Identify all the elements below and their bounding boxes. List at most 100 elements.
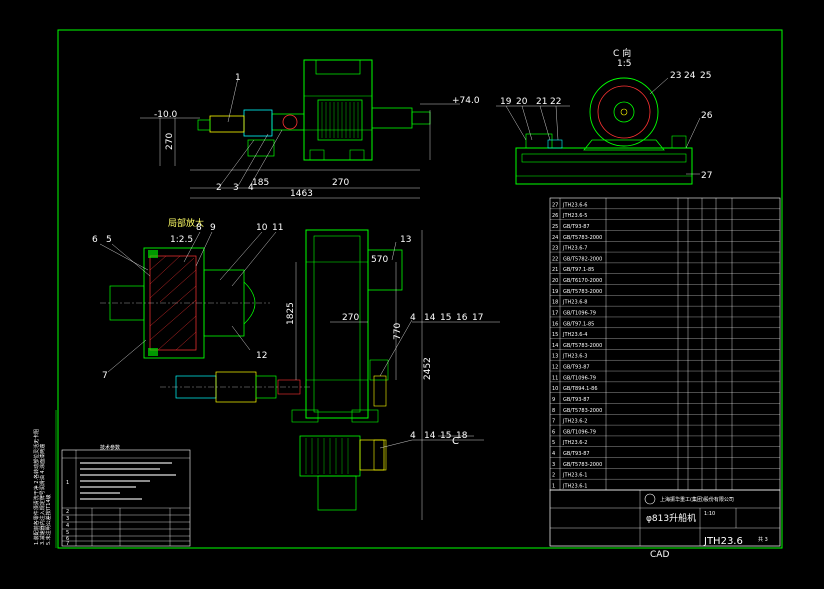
part-code: JTH23.6-2 [562,440,587,446]
svg-text:17: 17 [472,313,483,323]
svg-text:26: 26 [701,111,713,121]
svg-text:10: 10 [256,223,268,233]
detail-view: 局部放大 1:2.5 6 5 8 9 10 11 [92,217,310,403]
part-code: JTH23.6-3 [562,354,587,360]
svg-text:18: 18 [456,431,468,441]
svg-text:-10.0: -10.0 [154,110,178,120]
part-number: 23 [552,246,558,252]
title-block: 上海振华重工(集团)股份有限公司 φ813升船机 1:10 共 3 JTH23.… [549,489,781,560]
part-number: 4 [552,451,555,457]
part-number: 13 [552,354,558,360]
part-code: GB/T5783-2000 [563,235,602,241]
part-code: GB/T93-87 [563,397,590,403]
part-code: JTH23.6-7 [562,246,587,252]
svg-text:12: 12 [256,351,267,361]
part-code: JTH23.6-6 [562,202,587,208]
part-number: 16 [552,321,558,327]
svg-text:上海振华重工(集团)股份有限公司: 上海振华重工(集团)股份有限公司 [660,496,734,503]
svg-text:1:10: 1:10 [704,511,715,517]
svg-text:4: 4 [410,313,416,323]
parts-list-row: 17 GB/T1096-79 [552,310,596,316]
parts-list-row: 26 JTH23.6-5 [552,213,587,219]
svg-text:JTH23.6: JTH23.6 [703,536,743,547]
svg-text:27: 27 [701,171,712,181]
svg-text:4: 4 [248,183,254,193]
parts-list-row: 25 GB/T93-87 [552,224,590,230]
svg-text:20: 20 [516,97,528,107]
part-code: GB/T1096-79 [563,429,596,435]
svg-text:φ813升船机: φ813升船机 [646,512,696,524]
part-code: GB/T93-87 [563,224,590,230]
svg-text:5: 5 [106,235,112,245]
part-number: 6 [552,429,555,435]
svg-text:4: 4 [410,431,416,441]
svg-text:25: 25 [700,71,711,81]
svg-text:3.减速器内注入规定牌号润滑油 4.涂面漆两遍: 3.减速器内注入规定牌号润滑油 4.涂面漆两遍 [39,444,46,545]
svg-text:C 向: C 向 [613,47,631,59]
svg-text:CAD: CAD [650,550,669,560]
part-number: 27 [552,202,558,208]
svg-text:技术参数: 技术参数 [100,444,120,451]
svg-text:+74.0: +74.0 [452,96,480,106]
svg-text:5.未注明公差按IT14级: 5.未注明公差按IT14级 [45,494,52,545]
part-number: 22 [552,256,558,262]
svg-text:270: 270 [342,313,359,323]
svg-text:1: 1 [66,480,69,486]
view-c: C 向 1:5 19 20 21 22 23 24 2 [496,47,713,185]
parts-list-row: 27 JTH23.6-6 [552,202,587,208]
svg-text:1:2.5: 1:2.5 [170,235,193,245]
svg-text:14: 14 [424,313,436,323]
svg-text:15: 15 [440,431,451,441]
part-number: 8 [552,408,555,414]
left-notes-strip: 1.装配前各零件须清洗干净 2.各转动部位灵活无卡阻 3.减速器内注入规定牌号润… [33,410,57,548]
svg-text:13: 13 [400,235,411,245]
part-number: 7 [552,419,555,425]
part-number: 20 [552,278,558,284]
part-number: 11 [552,375,558,381]
svg-text:16: 16 [456,313,468,323]
part-code: GB/T5783-2000 [563,289,602,295]
svg-text:3: 3 [233,183,239,193]
spec-table: 技术参数 1 2 3 4 5 6 7 [61,444,191,547]
part-code: GB/T1096-79 [563,310,596,316]
top-view-drive: -10.0 +74.0 270 185 270 1463 1 2 3 4 [140,59,480,199]
svg-text:4: 4 [66,523,69,529]
part-number: 5 [552,440,555,446]
svg-text:21: 21 [536,97,547,107]
part-code: GB/T93-87 [563,365,590,371]
parts-list-row: 5 JTH23.6-2 [552,440,587,446]
part-number: 24 [552,235,558,241]
svg-text:9: 9 [210,223,216,233]
svg-text:2452: 2452 [423,357,433,380]
part-number: 14 [552,343,558,349]
svg-text:270: 270 [332,178,349,188]
svg-text:15: 15 [440,313,451,323]
svg-text:23: 23 [670,71,681,81]
svg-text:22: 22 [550,97,561,107]
part-number: 25 [552,224,558,230]
part-number: 26 [552,213,558,219]
part-code: JTH23.6-1 [562,473,587,479]
parts-list-row: 16 GB/T97.1-85 [552,321,594,327]
part-code: GB/T97.1-85 [563,321,594,327]
svg-text:7: 7 [66,541,69,547]
svg-text:1:5: 1:5 [617,59,631,69]
part-code: JTH23.6-8 [562,300,587,306]
svg-text:24: 24 [684,71,696,81]
part-code: GB/T5783-2000 [563,408,602,414]
part-code: JTH23.6-5 [562,213,587,219]
part-number: 17 [552,310,558,316]
part-number: 18 [552,300,558,306]
drawing-frame [57,29,783,549]
part-code: GB/T97.1-85 [563,267,594,273]
svg-text:14: 14 [424,431,436,441]
